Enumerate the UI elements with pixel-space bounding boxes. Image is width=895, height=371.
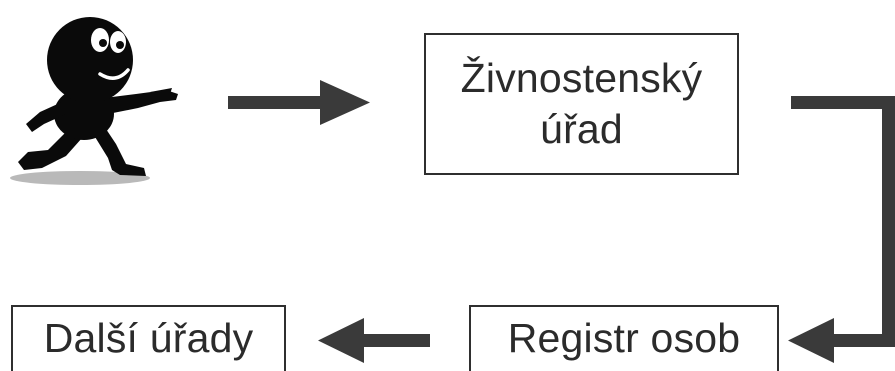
node-zivnostensky-urad-label: Živnostenský úřad [460, 54, 703, 152]
node-registr-osob-label: Registr osob [507, 315, 741, 362]
node-dalsi-urady-label: Další úřady [43, 315, 254, 362]
arrow-registr-osob-to-dalsi-urady [318, 318, 430, 363]
arrow-zivnostensky-urad-to-registr-osob [788, 96, 895, 363]
node-registr-osob: Registr osob [469, 305, 779, 371]
pointing-figure-icon [10, 17, 178, 185]
node-dalsi-urady: Další úřady [11, 305, 286, 371]
node-zivnostensky-urad: Živnostenský úřad [424, 33, 739, 175]
arrow-figure-to-zivnostensky-urad [228, 80, 370, 125]
